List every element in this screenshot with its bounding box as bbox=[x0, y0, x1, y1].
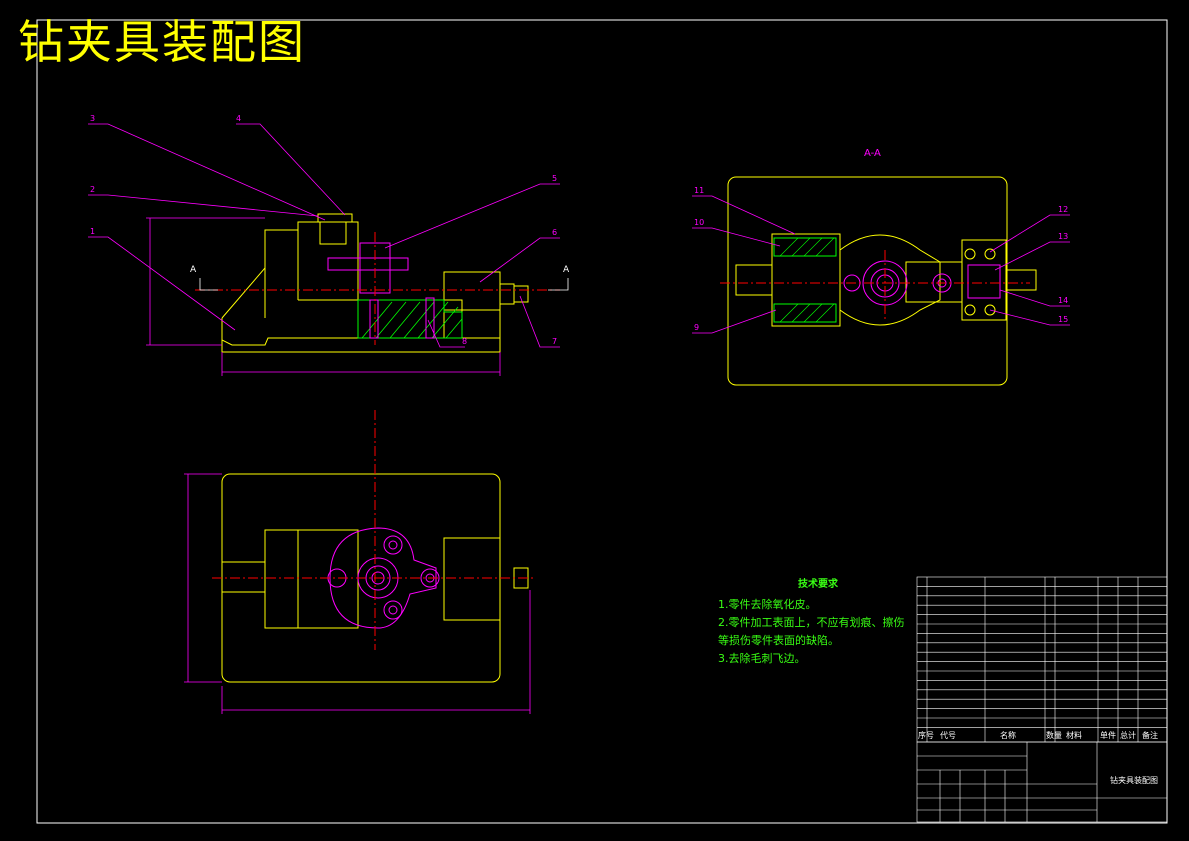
bom-header-code: 代号 bbox=[940, 730, 956, 740]
balloon-labels: 1 2 3 4 5 6 7 8 9 10 11 12 13 14 15 bbox=[90, 114, 1068, 346]
technical-requirements: 技术要求 1.零件去除氧化皮。 2.零件加工表面上，不应有划痕、擦伤 等损伤零件… bbox=[718, 576, 918, 668]
bom-header-total: 总计 bbox=[1120, 730, 1136, 740]
balloon-2: 2 bbox=[90, 185, 95, 194]
bom-header-name: 名称 bbox=[1000, 730, 1016, 740]
balloon-1: 1 bbox=[90, 227, 95, 236]
balloon-11: 11 bbox=[694, 186, 704, 195]
tech-requirement-item: 2.零件加工表面上，不应有划痕、擦伤 bbox=[718, 616, 905, 629]
title-block bbox=[916, 741, 1168, 823]
drawing-title: 钻夹具装配图 bbox=[18, 15, 306, 69]
section-hatch bbox=[357, 299, 463, 339]
bom-header-unit: 单件 bbox=[1100, 730, 1116, 740]
balloon-13: 13 bbox=[1058, 232, 1068, 241]
tech-requirement-item: 3.去除毛刺飞边。 bbox=[718, 652, 806, 665]
balloon-6: 6 bbox=[552, 228, 557, 237]
balloon-12: 12 bbox=[1058, 205, 1068, 214]
tech-requirement-item: 1.零件去除氧化皮。 bbox=[718, 598, 817, 611]
title-block-drawing-name: 钻夹具装配图 bbox=[1110, 775, 1158, 785]
bom-header-qty: 数量 bbox=[1046, 730, 1062, 740]
bom-headers: 序号 代号 名称 数量 材料 单件 总计 备注 bbox=[918, 730, 1158, 740]
top-view bbox=[184, 410, 535, 714]
balloon-3: 3 bbox=[90, 114, 95, 123]
balloon-5: 5 bbox=[552, 174, 557, 183]
bom-header-remark: 备注 bbox=[1142, 730, 1158, 740]
cut-mark-right: A bbox=[563, 265, 570, 275]
front-view bbox=[146, 213, 569, 376]
balloon-4: 4 bbox=[236, 114, 241, 123]
balloon-14: 14 bbox=[1058, 296, 1068, 305]
balloon-8: 8 bbox=[462, 337, 467, 346]
balloon-10: 10 bbox=[694, 218, 704, 227]
bom-header-index: 序号 bbox=[918, 730, 934, 740]
bom-table bbox=[916, 576, 1168, 823]
section-hatch-right bbox=[967, 264, 1001, 299]
drawing-frame bbox=[36, 19, 1168, 824]
section-plate bbox=[727, 176, 1008, 386]
leader-lines bbox=[88, 123, 1070, 348]
cut-mark-left: A bbox=[190, 265, 197, 275]
section-hatch-left bbox=[773, 237, 837, 323]
tech-requirement-item: 等损伤零件表面的缺陷。 bbox=[718, 634, 839, 647]
section-label: A-A bbox=[864, 148, 881, 159]
balloon-15: 15 bbox=[1058, 315, 1068, 324]
tech-requirements-title: 技术要求 bbox=[798, 579, 838, 590]
bom-header-material: 材料 bbox=[1066, 730, 1082, 740]
clamp-lever bbox=[839, 234, 941, 326]
clamp-block bbox=[443, 271, 501, 311]
balloon-9: 9 bbox=[694, 323, 699, 332]
section-view-a-a bbox=[720, 176, 1037, 386]
balloon-7: 7 bbox=[552, 337, 557, 346]
